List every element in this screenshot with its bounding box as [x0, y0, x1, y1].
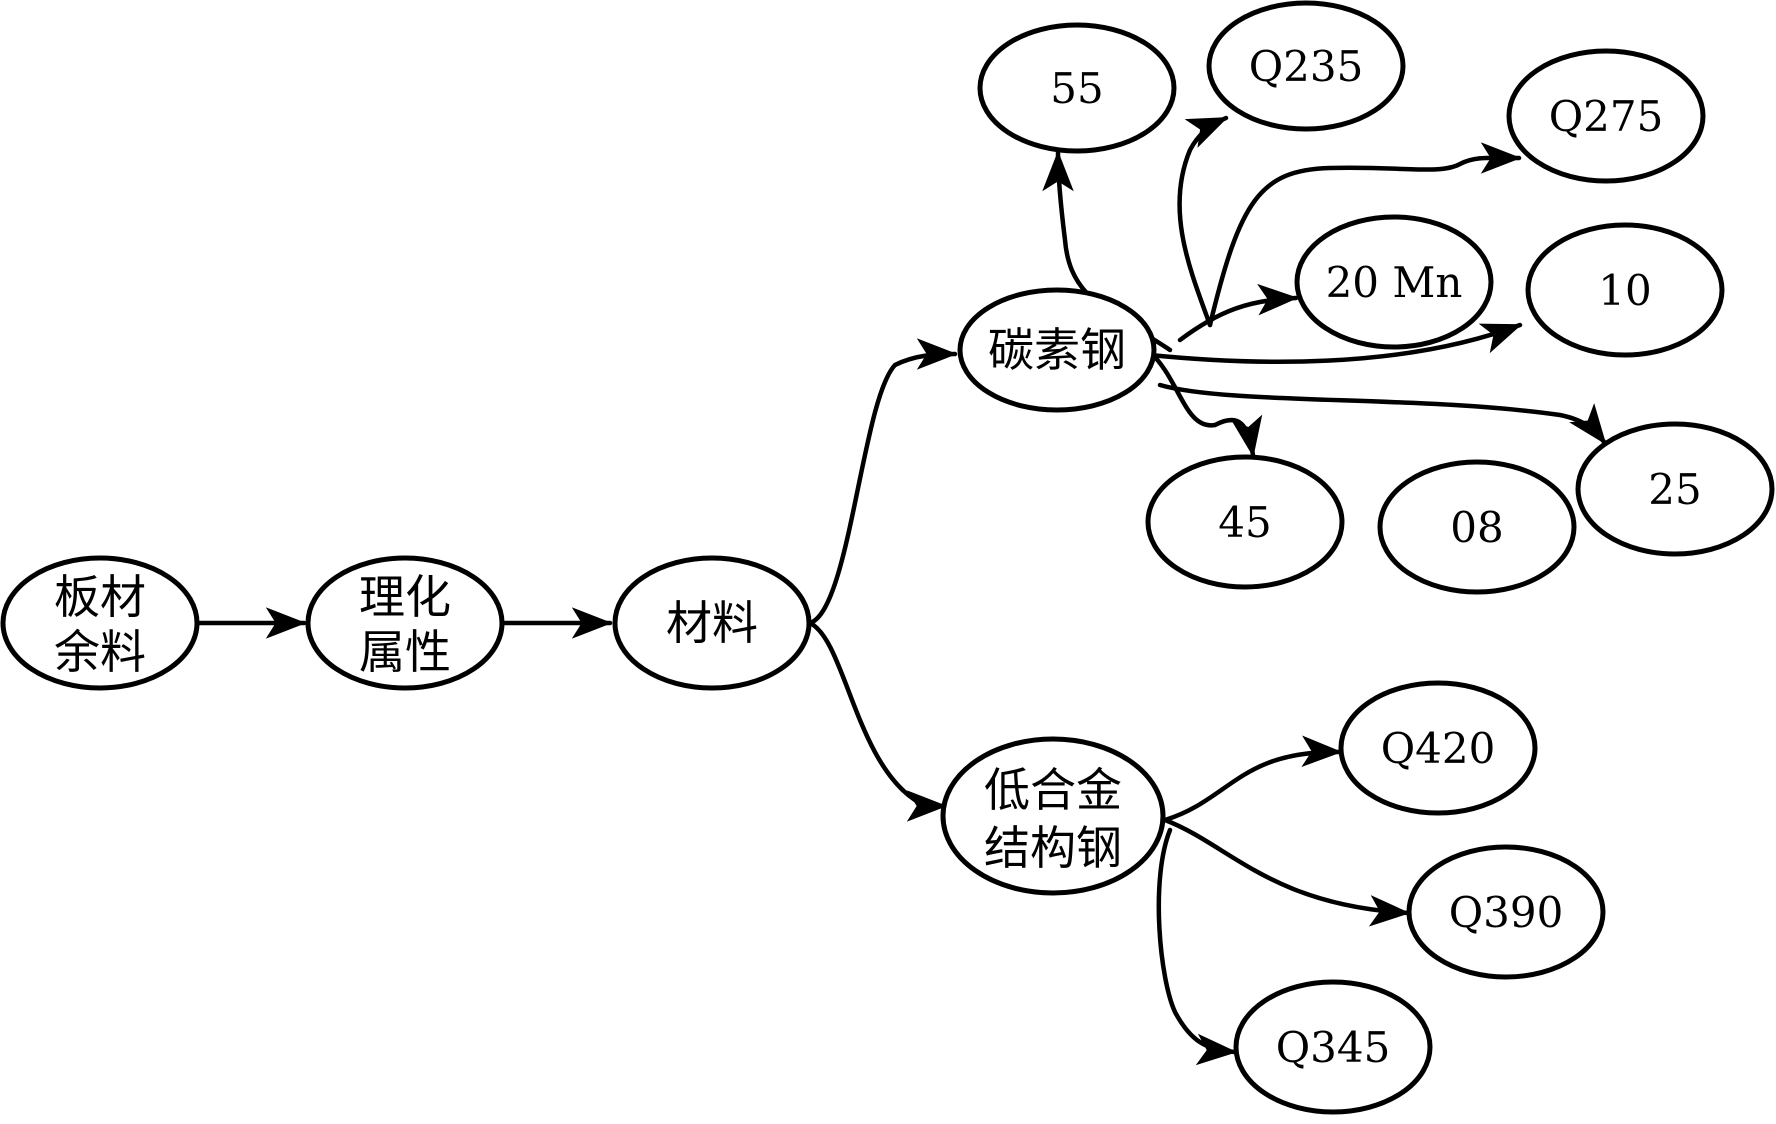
- node-45: 45: [1145, 454, 1345, 590]
- node-label-line-1: Q390: [1449, 888, 1564, 937]
- node-label-line-1: 10: [1598, 266, 1651, 315]
- node-label-line-1: 45: [1218, 498, 1271, 547]
- node-ellipse: [1145, 454, 1345, 590]
- node-label-line-1: Q235: [1249, 42, 1364, 91]
- node-25: 25: [1575, 421, 1775, 557]
- node-label-line-1: 20 Mn: [1326, 258, 1463, 307]
- node-ellipse: [305, 555, 505, 691]
- node-08: 08: [1377, 459, 1577, 595]
- node-label-line-1: 碳素钢: [988, 323, 1126, 377]
- node-label-line-2: 属性: [359, 625, 451, 679]
- node-tansugang: 碳素钢: [957, 287, 1157, 413]
- node-ellipse: [977, 22, 1177, 154]
- node-ellipse: [1506, 48, 1706, 184]
- node-dihejin: 低合金 结构钢: [940, 736, 1166, 896]
- node-20mn: 20 Mn: [1294, 214, 1494, 350]
- node-ellipse: [940, 736, 1166, 896]
- node-ellipse: [1525, 222, 1725, 358]
- node-q345: Q345: [1233, 979, 1433, 1115]
- node-55: 55: [977, 22, 1177, 154]
- edge-tansugang-20mn: [1177, 283, 1299, 343]
- node-ellipse: [957, 287, 1157, 413]
- node-label-line-1: 材料: [666, 596, 758, 650]
- node-label-line-1: 55: [1050, 64, 1103, 113]
- node-ellipse: [1233, 979, 1433, 1115]
- edge-tansugang-q275: [1207, 142, 1522, 328]
- node-ellipse: [0, 555, 200, 691]
- node-label-line-1: 理化: [359, 570, 451, 624]
- edge-tansugang-q235: [1177, 115, 1229, 328]
- node-ellipse: [1406, 844, 1606, 980]
- node-label-line-1: Q275: [1549, 92, 1664, 141]
- node-label-line-2: 余料: [54, 625, 146, 679]
- node-label-line-1: 板材: [54, 570, 146, 624]
- node-ellipse: [1338, 680, 1538, 816]
- node-label-line-1: 08: [1450, 503, 1503, 552]
- edge-tansugang-10: [1147, 322, 1523, 364]
- edge-cailiao-dihejin: [807, 620, 948, 822]
- node-cailiao: 材料: [612, 555, 812, 691]
- node-label-line-2: 结构钢: [984, 821, 1122, 875]
- edge-dihejin-q390: [1162, 817, 1411, 927]
- node-ellipse: [612, 555, 812, 691]
- node-lihua: 理化 属性: [305, 555, 505, 691]
- node-ellipse: [1377, 459, 1577, 595]
- node-label-line-1: 低合金: [984, 763, 1122, 817]
- node-q390: Q390: [1406, 844, 1606, 980]
- edge-group: [195, 115, 1608, 1066]
- node-ellipse: [1575, 421, 1775, 557]
- node-banchai: 板材 余料: [0, 555, 200, 691]
- node-label-line-1: Q345: [1276, 1023, 1391, 1072]
- node-label-line-1: Q420: [1381, 724, 1496, 773]
- node-q235: Q235: [1206, 0, 1406, 132]
- node-label-line-1: 25: [1648, 465, 1701, 514]
- node-ellipse: [1206, 0, 1406, 132]
- node-ellipse: [1294, 214, 1494, 350]
- edge-dihejin-q345: [1156, 827, 1238, 1066]
- node-q275: Q275: [1506, 48, 1706, 184]
- edge-dihejin-q420: [1162, 735, 1343, 823]
- edge-tansugang-45: [1147, 349, 1263, 458]
- node-10: 10: [1525, 222, 1725, 358]
- node-q420: Q420: [1338, 680, 1538, 816]
- edge-cailiao-tansugang: [807, 338, 958, 626]
- edge-tansugang-25: [1157, 382, 1608, 446]
